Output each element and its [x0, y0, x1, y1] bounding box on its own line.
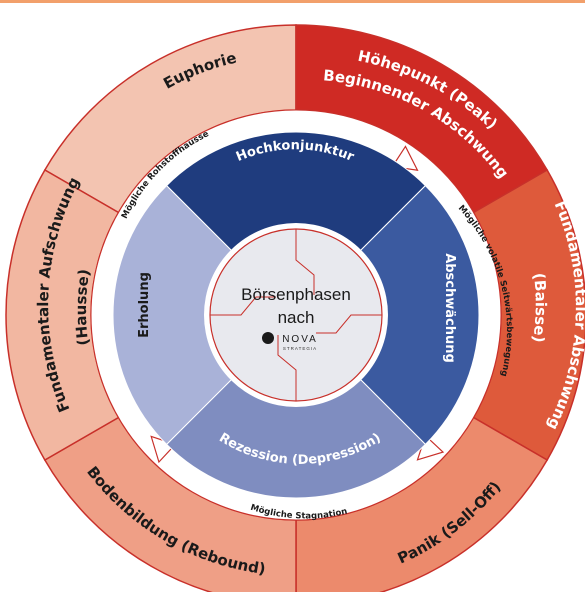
center-title: Börsenphasen	[241, 285, 351, 304]
inner-label-erholung: Erholung	[137, 272, 152, 338]
logo-text: NOVA	[282, 334, 318, 345]
inner-ring	[112, 131, 480, 499]
logo-subtext: STRATEGIA	[283, 346, 317, 351]
outer-label-fund-abschwung-line2: (Baisse)	[529, 272, 550, 344]
center-puzzle-lines	[210, 229, 382, 401]
logo-globe-icon	[262, 332, 274, 344]
center-subtitle: nach	[278, 308, 315, 327]
outer-ring	[5, 24, 585, 592]
inner-label-abschwaechung: Abschwächung	[442, 253, 457, 363]
center-disc	[204, 223, 388, 407]
nova-logo: NOVA STRATEGIA	[262, 332, 318, 351]
top-accent-line	[0, 0, 585, 3]
outer-label-fund-aufschwung-line2: (Hausse)	[72, 268, 93, 347]
